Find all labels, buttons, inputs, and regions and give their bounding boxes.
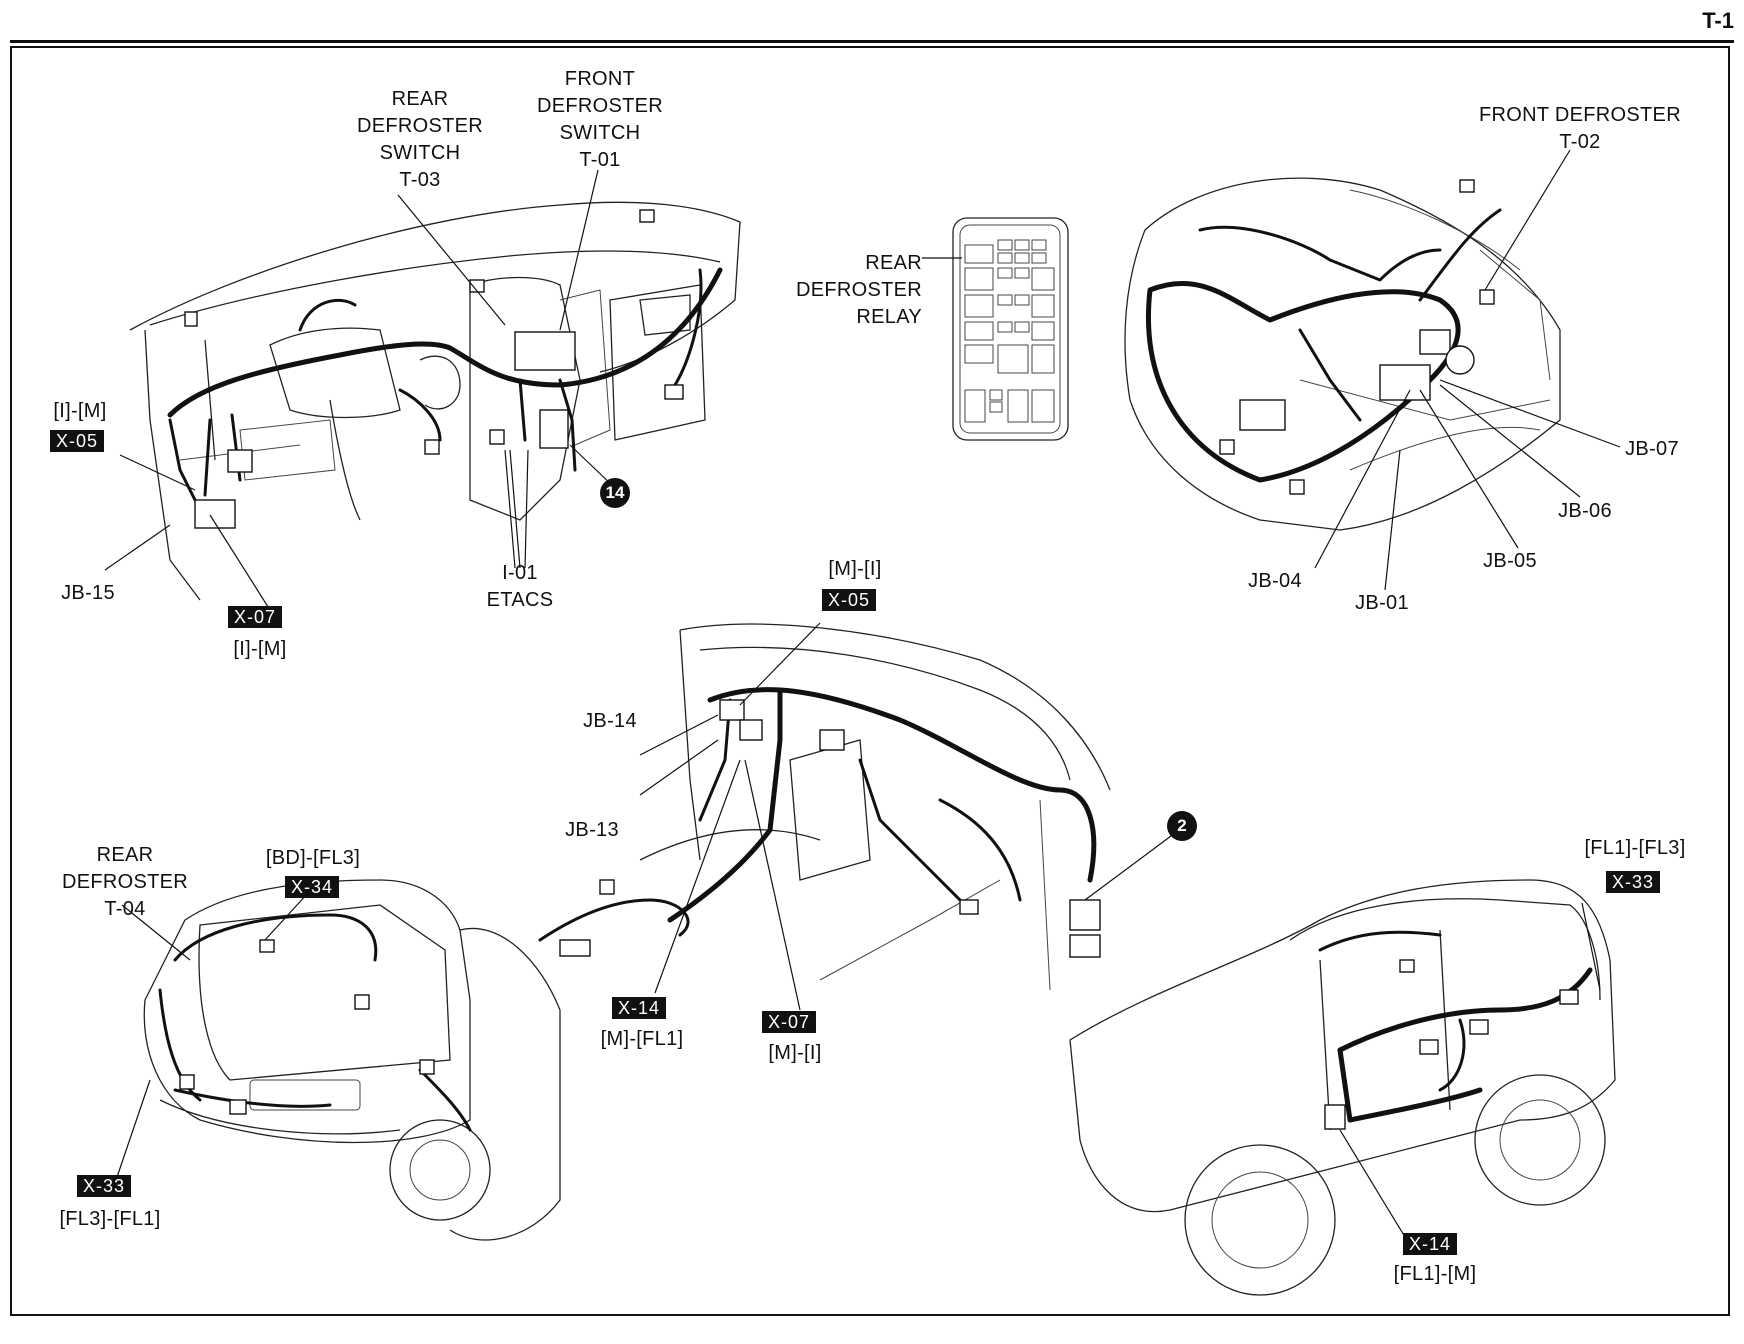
- jb04-label: JB-04: [1248, 570, 1302, 592]
- page-code: T-1: [1702, 8, 1734, 33]
- etacs-label: I-01 ETACS: [486, 562, 554, 611]
- x07-floor-sub: [M]-[I]: [768, 1042, 822, 1064]
- x14-floor-sub: [M]-[FL1]: [600, 1028, 684, 1050]
- marker-14: 14: [600, 478, 630, 508]
- diagram-frame: [10, 46, 1730, 1316]
- x33-rear-sub: [FL3]-[FL1]: [59, 1208, 161, 1230]
- x33-side-sub: [FL1]-[FL3]: [1584, 837, 1686, 859]
- x05-dash-tag: X-05: [50, 430, 105, 452]
- x14-side-sub: [FL1]-[M]: [1393, 1263, 1477, 1285]
- leader-lines: [104, 149, 1621, 1238]
- rear-defroster-relay-label: REAR DEFROSTER RELAY: [795, 252, 922, 328]
- side-vehicle-drawing: [1069, 879, 1616, 1296]
- rear-defroster-switch-label: REAR DEFROSTER SWITCH T-03: [356, 88, 484, 191]
- x34-rear-sub: [BD]-[FL3]: [265, 847, 361, 869]
- dashboard-drawing: [129, 201, 741, 601]
- engine-bay-drawing: [1124, 177, 1561, 531]
- jb14-label: JB-14: [583, 710, 637, 732]
- rear-defroster-label: REAR DEFROSTER T-04: [61, 844, 189, 920]
- x07-dash-tag: X-07: [228, 606, 283, 628]
- x34-rear-tag: X-34: [285, 876, 340, 898]
- front-defroster-switch-label: FRONT DEFROSTER SWITCH T-01: [536, 68, 664, 171]
- jb15-label: JB-15: [61, 582, 115, 604]
- x07-dash-sub: [I]-[M]: [233, 638, 287, 660]
- floor-drawing: [538, 623, 1111, 991]
- rear-vehicle-drawing: [143, 879, 561, 1241]
- jb01-label: JB-01: [1355, 592, 1409, 614]
- jb07-label: JB-07: [1625, 438, 1679, 460]
- x05-dash-sub: [I]-[M]: [53, 400, 107, 422]
- x05-floor-sub: [M]-[I]: [828, 558, 882, 580]
- x14-side-tag: X-14: [1403, 1233, 1458, 1255]
- x33-side-tag: X-33: [1606, 871, 1661, 893]
- x05-floor-tag: X-05: [822, 589, 877, 611]
- marker-2: 2: [1167, 811, 1197, 841]
- header-rule: [10, 40, 1734, 43]
- x07-floor-tag: X-07: [762, 1011, 817, 1033]
- jb13-label: JB-13: [565, 819, 619, 841]
- x33-rear-tag: X-33: [77, 1175, 132, 1197]
- jb05-label: JB-05: [1483, 550, 1537, 572]
- front-defroster-label: FRONT DEFROSTER T-02: [1479, 104, 1681, 153]
- x14-floor-tag: X-14: [612, 997, 667, 1019]
- relay-box-drawing: [952, 217, 1069, 441]
- jb06-label: JB-06: [1558, 500, 1612, 522]
